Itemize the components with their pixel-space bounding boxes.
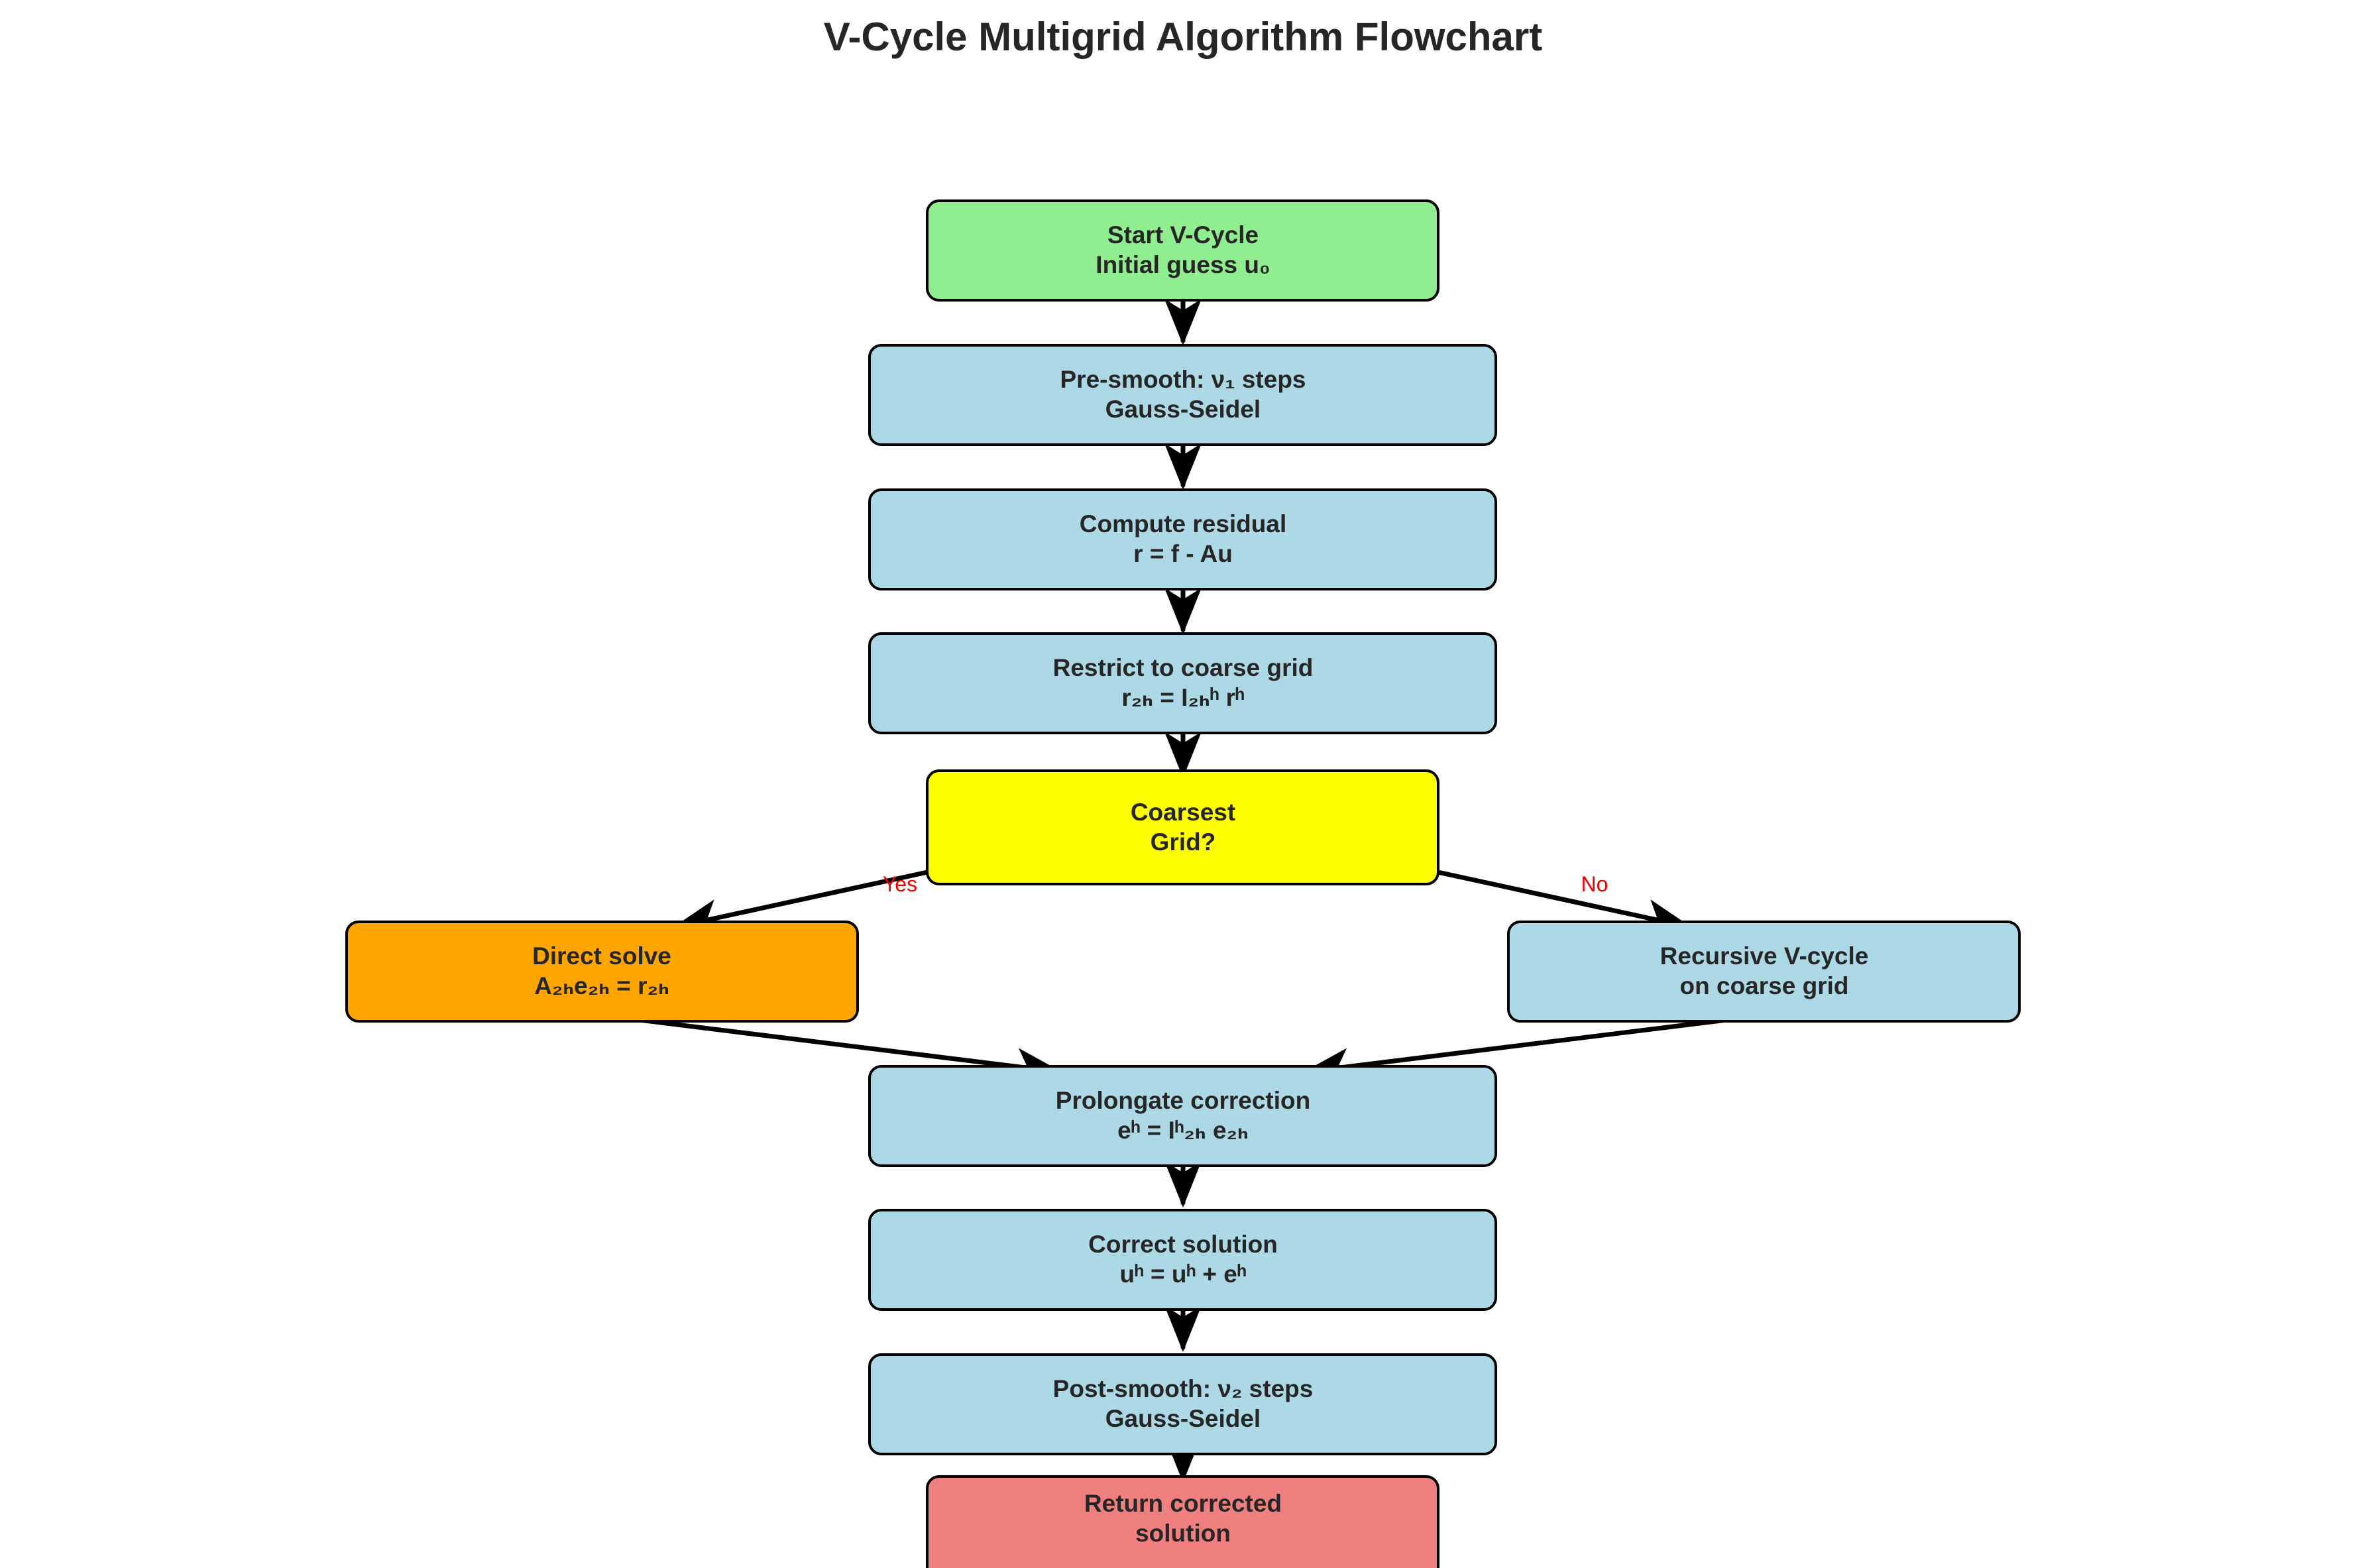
node-start-box	[926, 199, 1439, 302]
node-correct-line2: uʰ = uʰ + eʰ	[1120, 1260, 1247, 1288]
node-recursive-line1: Recursive V-cycle	[1660, 942, 1869, 970]
node-end-line2: solution	[1135, 1520, 1231, 1547]
node-decision-line1: Coarsest	[1131, 799, 1235, 826]
node-end-line1: Return corrected	[1084, 1490, 1282, 1517]
node-decision-box	[926, 769, 1439, 885]
node-residual-line1: Compute residual	[1080, 510, 1287, 537]
node-start-line2: Initial guess u₀	[1096, 251, 1270, 278]
node-direct-solve-box	[345, 921, 859, 1023]
diagram-title: V-Cycle Multigrid Algorithm Flowchart	[824, 15, 1543, 59]
node-restrict-box	[868, 632, 1497, 734]
node-postsmooth-line1: Post-smooth: ν₂ steps	[1053, 1375, 1314, 1402]
node-prolongate-box	[868, 1065, 1497, 1167]
node-start: Start V-Cycle Initial guess u₀	[926, 199, 1439, 302]
node-start-line1: Start V-Cycle	[1107, 221, 1259, 249]
node-restrict-line2: r₂ₕ = I₂ₕʰ rʰ	[1121, 684, 1244, 711]
node-direct-solve: Direct solve A₂ₕe₂ₕ = r₂ₕ	[345, 921, 859, 1023]
node-prolongate: Prolongate correction eʰ = Iʰ₂ₕ e₂ₕ	[868, 1065, 1497, 1167]
edge-recursive-to-prolongate	[1303, 1013, 1762, 1086]
edge-label-no: No	[1581, 872, 1608, 896]
node-decision-line2: Grid?	[1151, 828, 1216, 856]
node-recursive-box	[1507, 921, 2021, 1023]
node-presmooth: Pre-smooth: ν₁ steps Gauss-Seidel	[868, 344, 1497, 446]
node-postsmooth-line2: Gauss-Seidel	[1105, 1405, 1261, 1432]
node-postsmooth-box	[868, 1353, 1497, 1455]
node-residual-box	[868, 488, 1497, 590]
node-direct-solve-line2: A₂ₕe₂ₕ = r₂ₕ	[534, 972, 669, 999]
node-residual-line2: r = f - Au	[1133, 540, 1233, 567]
node-prolongate-line1: Prolongate correction	[1056, 1087, 1310, 1114]
node-presmooth-line2: Gauss-Seidel	[1105, 396, 1261, 423]
node-recursive-line2: on coarse grid	[1680, 972, 1849, 999]
node-end: Return corrected solution	[926, 1475, 1439, 1568]
node-decision: Coarsest Grid?	[926, 769, 1439, 885]
node-end-box	[926, 1475, 1439, 1568]
node-presmooth-line1: Pre-smooth: ν₁ steps	[1060, 366, 1306, 393]
node-recursive: Recursive V-cycle on coarse grid	[1507, 921, 2021, 1023]
node-presmooth-box	[868, 344, 1497, 446]
edge-label-yes: Yes	[883, 872, 917, 896]
node-correct: Correct solution uʰ = uʰ + eʰ	[868, 1209, 1497, 1311]
node-postsmooth: Post-smooth: ν₂ steps Gauss-Seidel	[868, 1353, 1497, 1455]
node-prolongate-line2: eʰ = Iʰ₂ₕ e₂ₕ	[1117, 1117, 1249, 1144]
edge-direct-to-prolongate	[604, 1013, 1062, 1086]
node-direct-solve-line1: Direct solve	[532, 942, 671, 970]
node-restrict: Restrict to coarse grid r₂ₕ = I₂ₕʰ rʰ	[868, 632, 1497, 734]
node-correct-line1: Correct solution	[1088, 1231, 1278, 1258]
node-restrict-line1: Restrict to coarse grid	[1053, 654, 1314, 681]
node-correct-box	[868, 1209, 1497, 1311]
node-residual: Compute residual r = f - Au	[868, 488, 1497, 590]
